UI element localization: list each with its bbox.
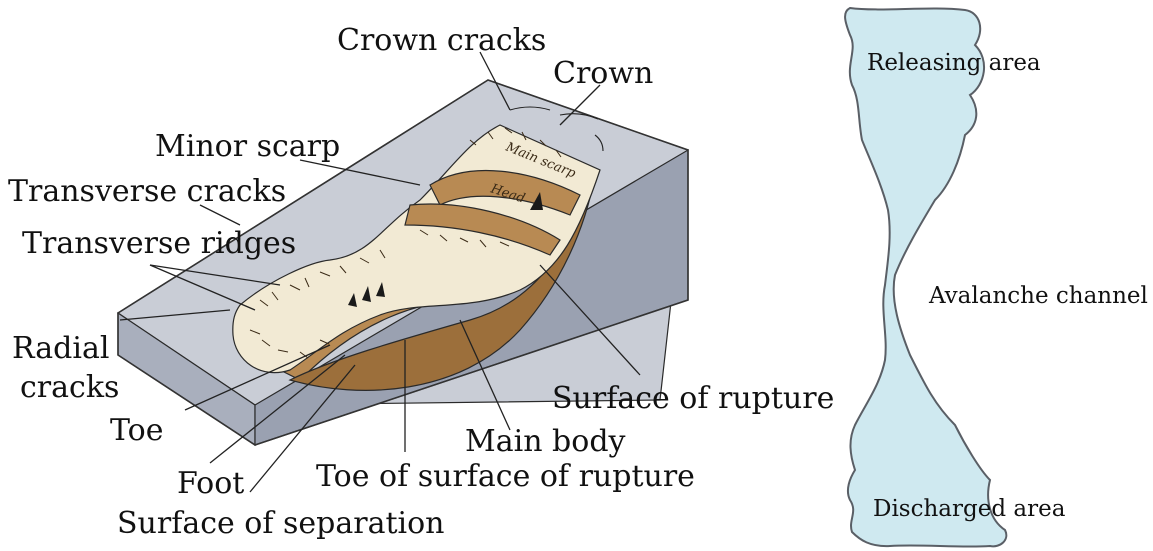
label-surface-of-separation: Surface of separation <box>117 506 445 541</box>
avalanche-diagram: Releasing area Avalanche channel Dischar… <box>845 8 1148 547</box>
label-surface-of-rupture: Surface of rupture <box>552 381 834 416</box>
label-toe-of-surface-of-rupture: Toe of surface of rupture <box>316 459 695 494</box>
label-cracks: cracks <box>20 370 119 405</box>
label-discharged-area: Discharged area <box>873 496 1066 522</box>
label-releasing-area: Releasing area <box>867 50 1041 76</box>
label-transverse-ridges: Transverse ridges <box>22 226 296 261</box>
label-minor-scarp: Minor scarp <box>155 129 340 164</box>
label-avalanche-channel: Avalanche channel <box>928 283 1148 309</box>
label-toe: Toe <box>110 413 164 448</box>
landslide-diagram: Main scarp Head Crown cracks Crown Minor… <box>8 23 834 541</box>
label-main-body: Main body <box>465 424 626 459</box>
label-crown: Crown <box>553 56 653 91</box>
label-radial: Radial <box>12 331 109 366</box>
avalanche-path-shape <box>845 8 1006 547</box>
label-crown-cracks: Crown cracks <box>337 23 546 58</box>
label-foot: Foot <box>177 466 244 501</box>
label-transverse-cracks: Transverse cracks <box>8 174 286 209</box>
